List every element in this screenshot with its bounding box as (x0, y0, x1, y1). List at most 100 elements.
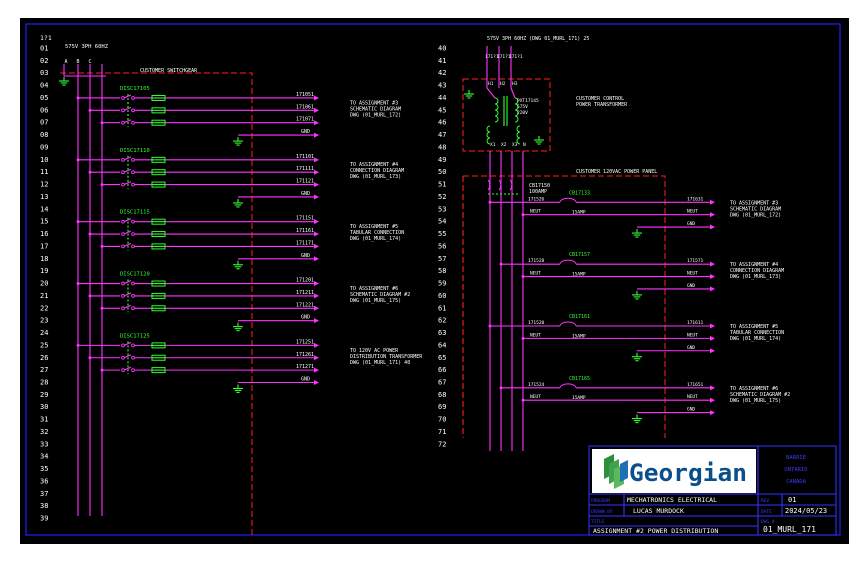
junction-dot (488, 324, 492, 328)
phase-label: B (76, 59, 79, 65)
switch-contact (131, 343, 135, 348)
ground-label: GND (301, 376, 310, 382)
output-arrow (710, 348, 715, 354)
rung-number: 33 (40, 440, 48, 448)
primary-tap (486, 87, 496, 99)
rung-number: 52 (438, 193, 446, 201)
switchgear-label: CUSTOMER SWITCHGEAR (140, 68, 198, 74)
junction-dot (88, 108, 92, 112)
rung-number: 61 (438, 304, 446, 312)
rung-number: 24 (40, 329, 48, 337)
destination-note: DWG (01_MURL_172) (350, 112, 401, 118)
field-label: PROGRAM (591, 498, 610, 504)
rung-number: 16 (40, 230, 48, 238)
transformer-enclosure (462, 78, 551, 152)
neutral-label: NEUT (530, 332, 541, 338)
logo-mark (620, 460, 628, 482)
wire-number: 171101 (296, 154, 314, 160)
output-arrow (314, 243, 319, 249)
rung-number: 39 (40, 515, 48, 523)
switch-contact (121, 232, 125, 236)
switch-contact (131, 355, 135, 360)
output-arrow (710, 323, 715, 329)
rung-number: 63 (438, 329, 446, 337)
rung-number: 11 (40, 168, 48, 176)
secondary-coil (516, 137, 521, 145)
secondary-coil (486, 137, 491, 145)
transformer-label: POWER TRANSFORMER (576, 102, 628, 108)
switch-blade (123, 168, 132, 173)
destination-note: DWG (01_MURL_173) (350, 174, 401, 180)
junction-dot (76, 96, 80, 100)
breaker-rating: 15AMP (572, 210, 586, 216)
rung-number: 31 (40, 416, 48, 424)
output-arrow (314, 281, 319, 287)
rung-number: 09 (40, 143, 48, 151)
destination-note: TO ASSIGNMENT #5 (730, 324, 778, 330)
breaker-rating: 15AMP (572, 395, 586, 401)
primary-coil (514, 115, 519, 123)
junction-dot (88, 356, 92, 360)
rung-number: 22 (40, 304, 48, 312)
main-breaker-tag: CB17150 (529, 183, 550, 189)
switch-blade (123, 242, 132, 247)
switch-contact (121, 219, 125, 224)
rung-number: 40 (438, 45, 446, 53)
junction-dot (521, 213, 525, 217)
destination-note: SCHEMATIC DIAGRAM #2 (350, 292, 410, 298)
output-arrow (314, 120, 319, 126)
switch-blade (123, 181, 132, 186)
rung-number: 67 (438, 378, 446, 386)
output-arrow (314, 157, 319, 163)
destination-note: TO ASSIGNMENT #5 (350, 224, 398, 230)
switch-blade (123, 304, 132, 309)
rung-number: 36 (40, 477, 48, 485)
switch-contact (121, 108, 125, 113)
rung-number: 02 (40, 57, 48, 65)
neutral-label: NEUT (530, 394, 541, 400)
rung-number: 41 (438, 57, 446, 65)
schematic-canvas: 1?10102030405060708091011121314151617181… (25, 23, 841, 538)
rung-number: 60 (438, 292, 446, 300)
ground-label: GND (687, 345, 695, 351)
field-label: REV (761, 498, 769, 504)
rung-number: 69 (438, 403, 446, 411)
breaker-rating: 15AMP (572, 272, 586, 278)
breaker-tag: CB17165 (569, 376, 590, 382)
rung-number: 54 (438, 218, 446, 226)
junction-dot (76, 158, 80, 162)
destination-note: DWG (01_MURL_174) (730, 336, 781, 342)
panel-label: CUSTOMER 120VAC POWER PANEL (576, 169, 657, 175)
destination-note: TO ASSIGNMENT #6 (350, 286, 398, 292)
rung-number: 72 (438, 440, 446, 448)
switch-contact (121, 306, 125, 311)
junction-dot (88, 170, 92, 174)
destination-note: CONNECTION DIAGRAM (350, 168, 404, 174)
phase-label: C (88, 59, 91, 65)
output-arrow (710, 286, 715, 292)
rung-number: 64 (438, 341, 446, 349)
wire-number: 171171 (296, 240, 314, 246)
rung-number: 10 (40, 156, 48, 164)
rung-number: 07 (40, 119, 48, 127)
switch-contact (121, 294, 125, 298)
destination-note: DWG (01_MURL_175) (350, 298, 401, 304)
neutral-label: NEUT (687, 209, 698, 215)
switch-contact (121, 343, 125, 348)
wire-number: 171520 (528, 320, 545, 326)
destination-note: TO ASSIGNMENT #3 (730, 200, 778, 206)
destination-note: TO 120V AC POWER (350, 348, 399, 354)
junction-dot (100, 183, 104, 187)
destination-note: TO ASSIGNMENT #3 (350, 100, 398, 106)
rung-number: 50 (438, 168, 446, 176)
rung-number: 27 (40, 366, 48, 374)
wire-number: 171271 (296, 364, 314, 370)
main-breaker-contact (509, 179, 513, 191)
transformer-label: CUSTOMER CONTROL (576, 96, 624, 102)
sheet-title-row: 1?1 (40, 34, 52, 42)
destination-note: CONNECTION DIAGRAM (730, 268, 784, 274)
rung-number: 57 (438, 255, 446, 263)
output-arrow (710, 212, 715, 218)
rung-number: 25 (40, 341, 48, 349)
